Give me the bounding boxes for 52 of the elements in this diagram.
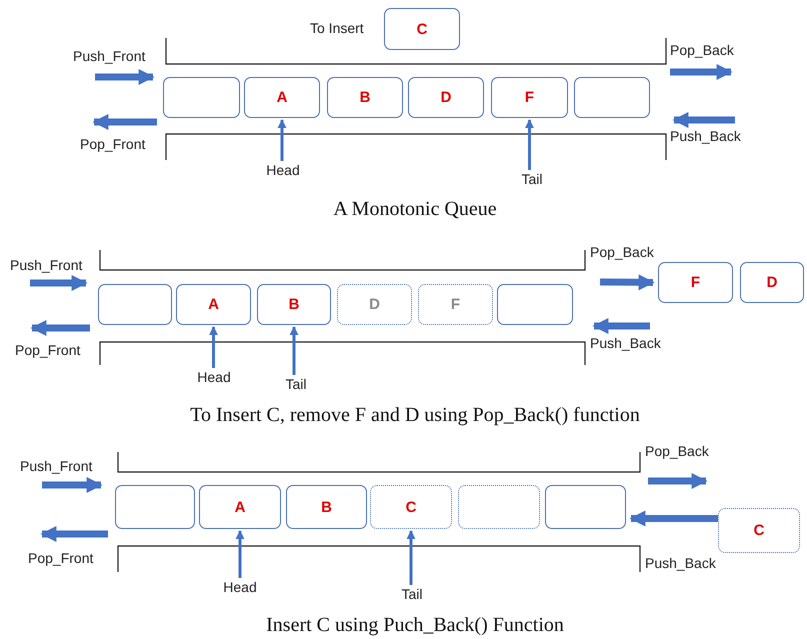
figure-caption: A Monotonic Queue [333, 198, 497, 221]
pointer-label: Head [219, 578, 261, 596]
pointer-arrow [290, 326, 298, 375]
operation-label: Pop_Back [670, 42, 734, 58]
pointer-label: Tail [280, 375, 312, 393]
empty-queue-slot [574, 77, 650, 118]
queue-slot: F [491, 77, 568, 118]
pointer-label: Tail [396, 585, 428, 603]
operation-label: Push_Front [73, 48, 146, 64]
queue-slot: F [418, 284, 493, 325]
queue-slot: D [740, 262, 804, 303]
queue-slot: C [384, 8, 460, 50]
queue-slot: A [199, 485, 281, 529]
operation-label: Push_Front [10, 257, 82, 273]
empty-queue-slot [115, 485, 195, 529]
figure-caption: Insert C using Puch_Back() Function [266, 614, 564, 637]
pointer-arrow [406, 530, 416, 585]
empty-queue-slot [163, 77, 240, 118]
pointer-arrow [525, 119, 534, 170]
block-arrow [629, 510, 718, 526]
block-arrow [600, 274, 655, 290]
queue-slot: D [337, 284, 412, 325]
empty-queue-slot [497, 284, 573, 325]
operation-label: Pop_Front [28, 550, 94, 566]
queue-slot: B [286, 485, 367, 529]
empty-queue-slot [98, 284, 172, 325]
empty-queue-slot [545, 485, 626, 529]
pointer-arrow [209, 326, 218, 368]
queue-slot: B [257, 284, 331, 325]
figure-caption: To Insert C, remove F and D using Pop_Back() function [190, 404, 640, 427]
operation-label: To Insert [310, 20, 364, 36]
pointer-label: Head [262, 161, 304, 179]
operation-label: Push_Back [590, 335, 661, 351]
queue-slot: D [408, 77, 484, 118]
pointer-arrow [236, 530, 244, 578]
pointer-label: Tail [516, 170, 548, 188]
operation-label: Pop_Back [590, 244, 654, 260]
queue-slot: C [718, 508, 800, 553]
queue-slot: B [327, 77, 403, 118]
operation-label: Pop_Front [80, 136, 146, 152]
queue-slot: C [370, 485, 452, 529]
operation-label: Pop_Front [15, 342, 80, 358]
operation-label: Push_Front [20, 458, 92, 474]
operation-label: Push_Back [645, 555, 716, 571]
pointer-arrow [278, 119, 286, 161]
operation-label: Pop_Back [645, 443, 709, 459]
queue-slot: A [244, 77, 320, 118]
operation-label: Push_Back [670, 128, 741, 144]
pointer-label: Head [193, 368, 235, 386]
queue-slot: A [176, 284, 251, 325]
empty-queue-slot [458, 485, 540, 529]
queue-slot: F [658, 262, 733, 303]
